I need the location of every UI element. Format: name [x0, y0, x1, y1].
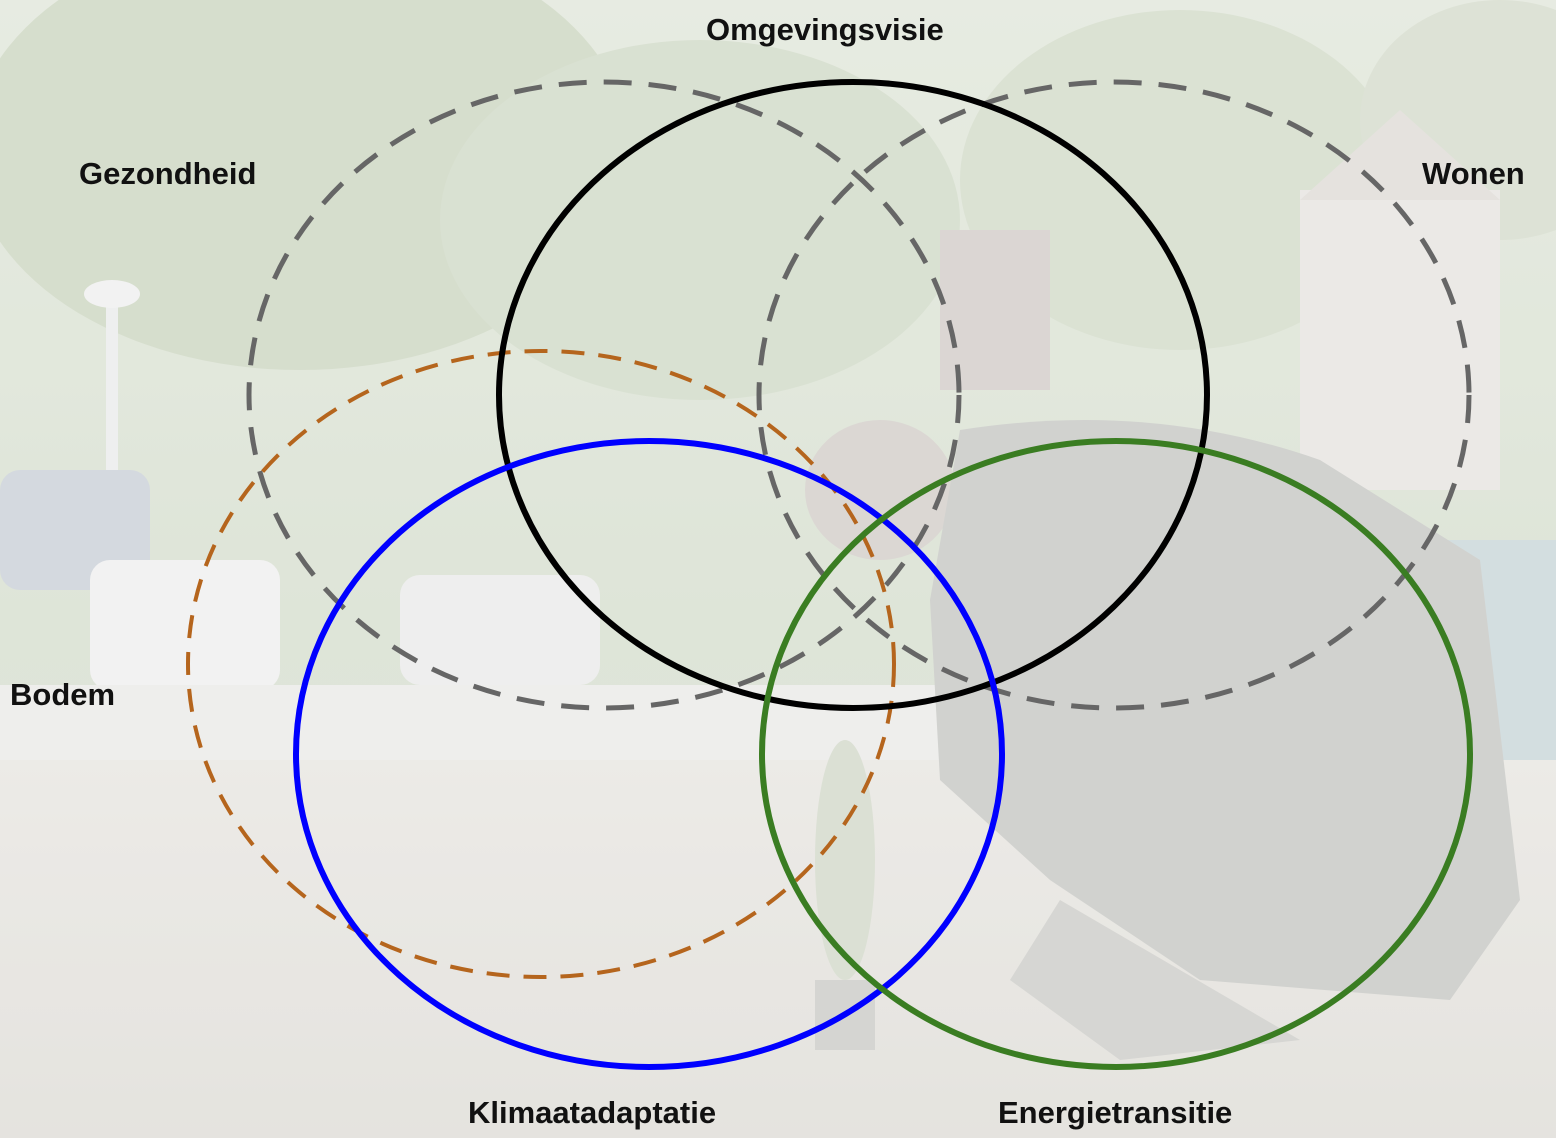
- circle-omgevingsvisie: [496, 79, 1210, 711]
- label-energietransitie: Energietransitie: [998, 1095, 1233, 1130]
- label-bodem: Bodem: [10, 677, 116, 712]
- circle-energietransitie: [759, 438, 1473, 1070]
- circles: [186, 79, 1473, 1070]
- label-klimaatadaptatie: Klimaatadaptatie: [468, 1095, 717, 1130]
- circle-wonen: [756, 79, 1472, 711]
- circle-klimaatadaptatie: [293, 438, 1005, 1070]
- label-wonen: Wonen: [1422, 156, 1525, 191]
- circle-bodem: [186, 349, 896, 979]
- label-omgevingsvisie: Omgevingsvisie: [706, 12, 944, 47]
- label-gezondheid: Gezondheid: [79, 156, 257, 191]
- circle-gezondheid: [246, 79, 962, 711]
